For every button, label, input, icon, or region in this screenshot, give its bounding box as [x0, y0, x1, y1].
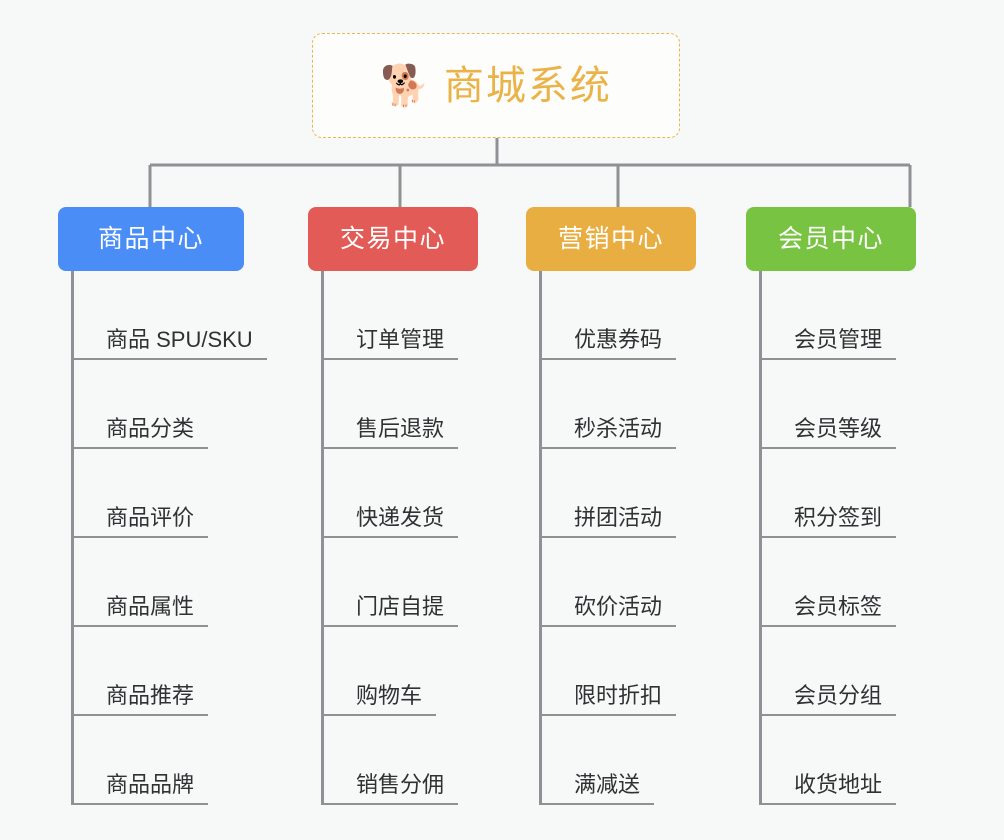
leaf-item[interactable]: 商品分类: [74, 360, 244, 449]
root-node[interactable]: 🐕 商城系统: [312, 33, 680, 138]
leaf-item[interactable]: 会员管理: [762, 271, 932, 360]
leaf-underline: [762, 536, 897, 538]
leaf-label: 收货地址: [794, 772, 883, 797]
leaf-label: 商品推荐: [106, 683, 195, 708]
leaf-label: 拼团活动: [574, 505, 663, 530]
leaf-label: 会员等级: [794, 416, 883, 441]
leaf-underline: [74, 536, 209, 538]
leaf-item[interactable]: 销售分佣: [324, 716, 494, 805]
branch-header-label: 交易中心: [339, 224, 446, 253]
leaf-item[interactable]: 会员标签: [762, 538, 932, 627]
branch-header-marketing-center[interactable]: 营销中心: [526, 207, 696, 271]
leaf-label: 购物车: [356, 683, 423, 708]
leaf-underline: [542, 714, 677, 716]
leaf-item[interactable]: 门店自提: [324, 538, 494, 627]
leaf-label: 满减送: [574, 772, 641, 797]
leaf-item[interactable]: 限时折扣: [542, 627, 712, 716]
leaf-item[interactable]: 秒杀活动: [542, 360, 712, 449]
leaf-underline: [324, 358, 459, 360]
leaf-label: 快递发货: [356, 505, 445, 530]
leaf-label: 商品品牌: [106, 772, 195, 797]
leaf-item[interactable]: 快递发货: [324, 449, 494, 538]
leaf-label: 会员管理: [794, 327, 883, 352]
leaf-item[interactable]: 订单管理: [324, 271, 494, 360]
leaf-label: 限时折扣: [574, 683, 663, 708]
leaf-underline: [74, 358, 267, 360]
leaf-label: 砍价活动: [574, 594, 663, 619]
leaf-list-member-center: 会员管理 会员等级 积分签到 会员标签 会员分组 收货地址: [759, 271, 932, 805]
leaf-label: 优惠券码: [574, 327, 663, 352]
leaf-underline: [74, 803, 209, 805]
leaf-item[interactable]: 商品品牌: [74, 716, 244, 805]
leaf-label: 秒杀活动: [574, 416, 663, 441]
branch-header-member-center[interactable]: 会员中心: [746, 207, 916, 271]
leaf-item[interactable]: 会员等级: [762, 360, 932, 449]
leaf-underline: [542, 447, 677, 449]
branch-header-label: 营销中心: [557, 224, 664, 253]
branch-trade-center: 交易中心 订单管理 售后退款 快递发货 门店自提 购物车 销售分佣: [308, 207, 494, 805]
leaf-underline: [324, 536, 459, 538]
leaf-underline: [324, 714, 437, 716]
leaf-underline: [762, 358, 897, 360]
leaf-underline: [324, 447, 459, 449]
branch-header-label: 商品中心: [97, 224, 204, 253]
leaf-underline: [542, 803, 655, 805]
leaf-label: 销售分佣: [356, 772, 445, 797]
leaf-item[interactable]: 会员分组: [762, 627, 932, 716]
leaf-underline: [324, 803, 459, 805]
leaf-label: 商品属性: [106, 594, 195, 619]
shiba-dog-face-icon: 🐕: [380, 63, 430, 108]
leaf-underline: [542, 536, 677, 538]
branch-member-center: 会员中心 会员管理 会员等级 积分签到 会员标签 会员分组 收货地址: [746, 207, 932, 805]
leaf-underline: [762, 714, 897, 716]
branch-header-product-center[interactable]: 商品中心: [58, 207, 244, 271]
leaf-item[interactable]: 商品属性: [74, 538, 244, 627]
leaf-item[interactable]: 购物车: [324, 627, 494, 716]
leaf-underline: [74, 447, 209, 449]
leaf-underline: [74, 625, 209, 627]
leaf-list-product-center: 商品 SPU/SKU 商品分类 商品评价 商品属性 商品推荐 商品品牌: [71, 271, 267, 805]
leaf-item[interactable]: 满减送: [542, 716, 712, 805]
leaf-label: 会员标签: [794, 594, 883, 619]
branch-marketing-center: 营销中心 优惠券码 秒杀活动 拼团活动 砍价活动 限时折扣 满减送: [526, 207, 712, 805]
leaf-underline: [762, 803, 897, 805]
leaf-underline: [762, 625, 897, 627]
branch-product-center: 商品中心 商品 SPU/SKU 商品分类 商品评价 商品属性 商品推荐 商品品牌: [58, 207, 267, 805]
leaf-item[interactable]: 商品评价: [74, 449, 244, 538]
leaf-label: 会员分组: [794, 683, 883, 708]
leaf-item[interactable]: 商品 SPU/SKU: [74, 271, 267, 360]
leaf-item[interactable]: 拼团活动: [542, 449, 712, 538]
leaf-label: 售后退款: [356, 416, 445, 441]
leaf-underline: [762, 447, 897, 449]
leaf-label: 订单管理: [356, 327, 445, 352]
root-title: 商城系统: [443, 63, 612, 108]
leaf-item[interactable]: 优惠券码: [542, 271, 712, 360]
leaf-underline: [74, 714, 209, 716]
leaf-item[interactable]: 商品推荐: [74, 627, 244, 716]
branch-header-trade-center[interactable]: 交易中心: [308, 207, 478, 271]
leaf-item[interactable]: 砍价活动: [542, 538, 712, 627]
leaf-underline: [542, 625, 677, 627]
leaf-label: 商品 SPU/SKU: [106, 327, 253, 352]
leaf-item[interactable]: 积分签到: [762, 449, 932, 538]
leaf-item[interactable]: 收货地址: [762, 716, 932, 805]
leaf-label: 门店自提: [356, 594, 445, 619]
leaf-list-marketing-center: 优惠券码 秒杀活动 拼团活动 砍价活动 限时折扣 满减送: [539, 271, 712, 805]
leaf-label: 商品评价: [106, 505, 195, 530]
leaf-label: 积分签到: [794, 505, 883, 530]
leaf-underline: [324, 625, 459, 627]
leaf-item[interactable]: 售后退款: [324, 360, 494, 449]
branch-header-label: 会员中心: [777, 224, 884, 253]
leaf-list-trade-center: 订单管理 售后退款 快递发货 门店自提 购物车 销售分佣: [321, 271, 494, 805]
leaf-underline: [542, 358, 677, 360]
leaf-label: 商品分类: [106, 416, 195, 441]
